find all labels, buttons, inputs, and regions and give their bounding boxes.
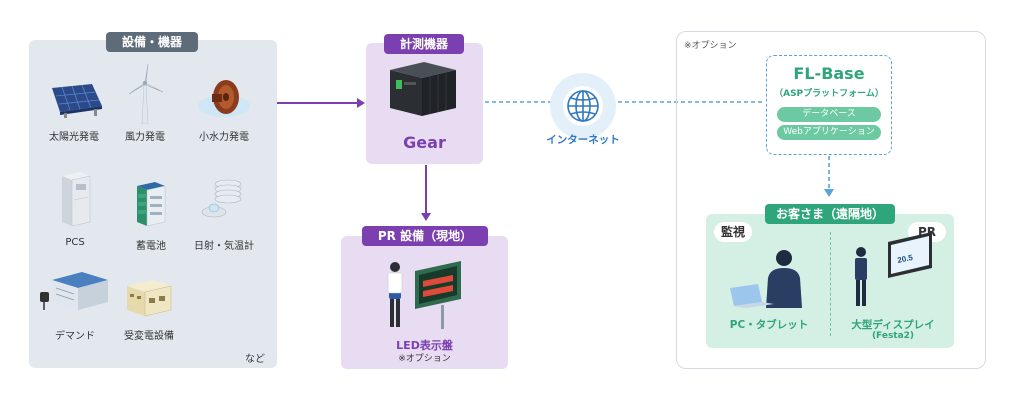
pr-option-note: ※オプション (398, 354, 451, 364)
flbase-to-customer-arrow (824, 156, 834, 197)
display-label: 大型ディスプレイ (851, 319, 935, 331)
equipment-to-gear-arrow (277, 98, 365, 108)
gear-to-pr-arrow (421, 165, 431, 221)
wind-turbine-icon (128, 63, 164, 124)
internet-to-flbase-dashline (618, 101, 764, 103)
equipment-label-demand: デマンド (55, 331, 95, 342)
flbase-pill-webapp: Webアプリケーション (777, 125, 881, 140)
pcs-cabinet-icon (62, 172, 91, 227)
battery-icon (137, 182, 166, 227)
equipment-etc-label: など (245, 354, 265, 365)
equipment-label-wind: 風力発電 (125, 132, 165, 143)
pyranometer-icon (201, 179, 242, 218)
monitor-label: PC・タブレット (729, 319, 809, 331)
gear-to-internet-dashline (485, 101, 551, 103)
globe-icon (550, 73, 616, 139)
pc-tablet-user-icon (730, 250, 802, 308)
gear-server-icon (390, 62, 456, 116)
substation-icon (127, 280, 172, 317)
gear-name: Gear (403, 133, 446, 152)
equipment-title: 設備・機器 (106, 32, 198, 52)
water-turbine-icon (198, 80, 250, 117)
demand-meter-icon (40, 272, 108, 310)
customer-divider (830, 232, 831, 336)
display-screen-text: 20.5 (897, 253, 915, 265)
large-display-icon: 20.5 (855, 232, 932, 306)
pr-led-label: LED表示盤 (396, 339, 453, 352)
equipment-label-solar: 太陽光発電 (49, 132, 99, 143)
option-area-note: ※オプション (684, 41, 737, 51)
led-sign-icon (387, 261, 461, 329)
equipment-label-battery: 蓄電池 (136, 241, 166, 252)
customer-title: お客さま（遠隔地） (765, 204, 895, 224)
pr-title: PR 設備（現地） (362, 226, 488, 246)
flbase-name: FL-Base (793, 64, 865, 83)
equipment-label-pyranometer: 日射・気温計 (194, 241, 254, 252)
equipment-label-hydro: 小水力発電 (199, 132, 249, 143)
equipment-label-substation: 受変電設備 (124, 331, 174, 342)
flbase-box (766, 55, 892, 155)
flbase-pill-database: データベース (777, 107, 881, 122)
flbase-sub: （ASPプラットフォーム） (774, 89, 884, 99)
solar-panel-icon (52, 84, 102, 118)
equipment-label-pcs: PCS (65, 237, 85, 248)
internet-label: インターネット (546, 134, 620, 146)
option-area (676, 31, 986, 369)
display-sublabel: (Festa2) (871, 331, 915, 341)
monitor-tag: 監視 (714, 222, 752, 242)
gear-title: 計測機器 (384, 34, 464, 54)
